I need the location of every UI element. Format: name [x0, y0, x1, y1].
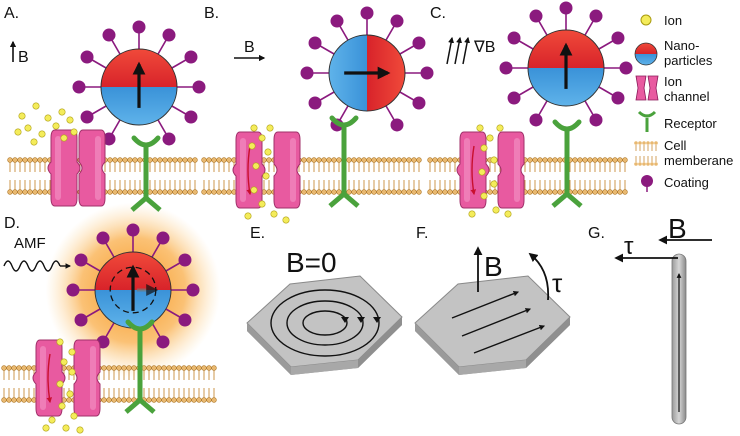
legend-nanoparticle-swatch [634, 42, 658, 66]
nanoparticle-a [72, 20, 206, 146]
ions-b [244, 124, 290, 224]
ion-channel-d [32, 339, 101, 417]
legend-coating-swatch [641, 175, 653, 192]
field-label-a: B [18, 49, 29, 66]
legend-channel-label-2: channel [664, 89, 710, 104]
legend-ion-swatch [640, 14, 652, 26]
legend-ion-label: Ion [664, 13, 682, 28]
amf-wave [3, 260, 61, 272]
nanoparticles-layer [45, 1, 633, 378]
receptor-c [551, 119, 583, 208]
panel-e-letter: E. [250, 225, 265, 242]
receptors-layer [124, 115, 583, 414]
membrane-b [201, 157, 422, 195]
ions-layer [14, 102, 512, 434]
legend-receptor-swatch [637, 110, 657, 132]
legend-channel-label-1: Ion [664, 74, 682, 89]
panel-g-letter: G. [588, 225, 605, 242]
nanoparticle-b [300, 6, 434, 132]
legend-coating-label: Coating [664, 175, 709, 190]
ions-a [14, 102, 78, 146]
legend-membrane-label-2: memberane [664, 153, 733, 168]
receptor-a [130, 135, 162, 212]
field-label-g: B [668, 213, 687, 244]
ions-d [42, 338, 84, 434]
torque-label-g: τ [624, 233, 634, 260]
plate-f [414, 275, 571, 375]
panel-a-letter: A. [4, 5, 19, 22]
panel-d-letter: D. [4, 215, 20, 232]
legend-membrane-swatch [634, 141, 658, 166]
legend-nanoparticles-label-1: Nano- [664, 38, 699, 53]
ion-channel-a [47, 129, 106, 207]
panel-b-letter: B. [204, 5, 219, 22]
legend: Ion Nano- particles Ion channel Receptor… [634, 13, 733, 192]
legend-channel-swatch [635, 75, 659, 101]
legend-receptor-label: Receptor [664, 116, 717, 131]
field-label-c: ∇B [473, 39, 495, 56]
receptor-d [124, 319, 156, 414]
field-label-f: B [484, 251, 503, 282]
legend-nanoparticles-label-2: particles [664, 53, 713, 68]
ion-channel-c [456, 131, 525, 209]
torque-label-f: τ [552, 268, 563, 298]
legend-membrane-label-1: Cell [664, 138, 687, 153]
panel-f-letter: F. [416, 225, 428, 242]
plate-e [246, 275, 403, 375]
nanoparticle-c [499, 1, 633, 127]
field-label-b: B [244, 39, 255, 56]
nanoparticle-d [45, 202, 221, 378]
torque-arrow-f [528, 252, 550, 301]
gradient-arrows-c [446, 36, 471, 65]
ion-channel-b [232, 131, 301, 209]
membrane-c [427, 157, 628, 195]
nanorod-g [671, 253, 687, 425]
panel-c-letter: C. [430, 5, 446, 22]
membrane-d [1, 365, 217, 403]
field-label-d: AMF [14, 235, 46, 252]
receptor-b [328, 115, 360, 208]
field-label-e: B=0 [286, 247, 337, 278]
ions-c [468, 124, 512, 218]
